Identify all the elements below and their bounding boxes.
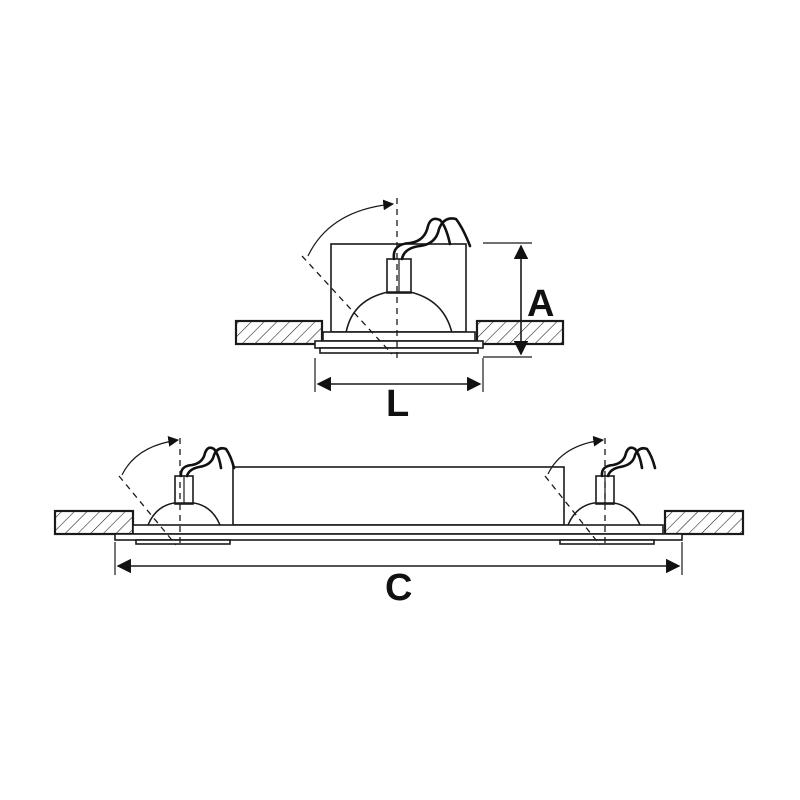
lamp-wires — [392, 217, 452, 261]
right-tilt-arc — [547, 435, 605, 475]
left-lamp — [118, 436, 236, 546]
tilt-arc — [307, 199, 395, 257]
bezel-lower — [319, 347, 479, 354]
trim-plate-long — [132, 524, 664, 535]
lamp-reflector — [345, 291, 453, 334]
dim-a-label: A — [527, 283, 554, 325]
bezel-left-lower — [135, 539, 231, 545]
single-spotlight-fixture: A L — [234, 198, 565, 425]
left-lamp-reflector — [147, 502, 221, 526]
left-lamp-wires — [179, 446, 223, 478]
right-tilted-axis-dashed — [544, 475, 601, 546]
right-lamp — [544, 435, 657, 546]
ceiling-slab-right-long — [663, 509, 745, 536]
bezel-right-lower — [559, 539, 655, 545]
fixture-housing-long — [232, 466, 565, 526]
right-lamp-wires — [600, 446, 644, 478]
ceiling-slab-left — [234, 319, 324, 346]
bezel-plate-long — [114, 533, 683, 541]
ceiling-slab-left-long — [53, 509, 135, 536]
trim-plate — [322, 331, 476, 342]
double-spotlight-fixture: C — [53, 435, 745, 609]
tilted-axis-dashed — [301, 255, 393, 355]
right-lamp-reflector — [567, 502, 641, 526]
bezel-plate — [314, 340, 484, 349]
dim-l-label: L — [386, 383, 409, 425]
left-tilt-arc — [121, 436, 180, 476]
dim-c-label: C — [385, 567, 412, 609]
left-tilted-axis-dashed — [118, 475, 177, 546]
